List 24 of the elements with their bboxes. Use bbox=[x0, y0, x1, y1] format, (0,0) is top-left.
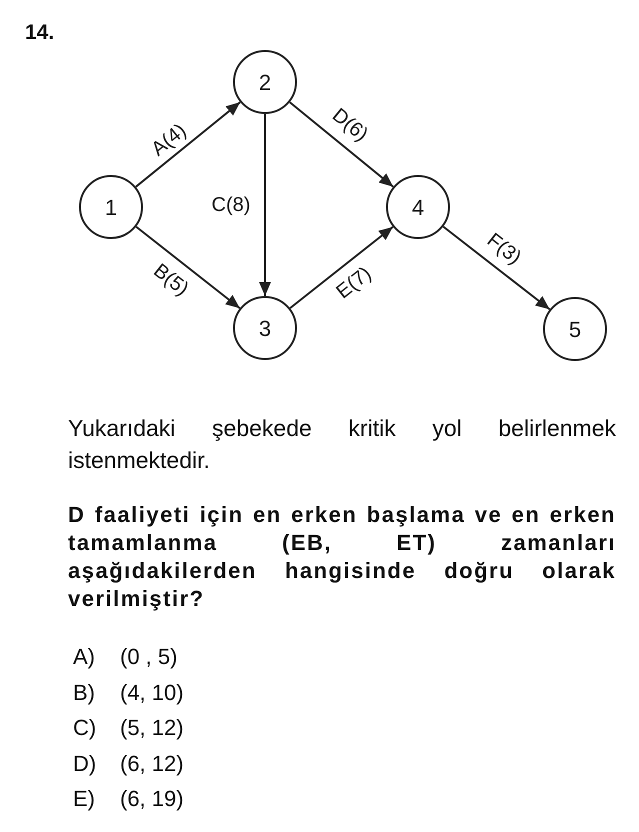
arrow bbox=[135, 101, 241, 188]
option-text: (6, 12) bbox=[120, 750, 184, 778]
arrow bbox=[289, 226, 394, 309]
edge-label: F(3) bbox=[483, 229, 525, 268]
option-text: (4, 10) bbox=[120, 678, 184, 707]
edge-label: B(5) bbox=[150, 260, 192, 300]
edge-label: C(8) bbox=[212, 195, 250, 215]
option-letter: A) bbox=[73, 643, 96, 672]
edge-label: A(4) bbox=[148, 120, 190, 160]
arrow bbox=[442, 226, 550, 310]
option-text: (0 , 5) bbox=[120, 643, 178, 672]
option-text: (5, 12) bbox=[120, 714, 184, 742]
option-text: (6, 19) bbox=[120, 785, 184, 814]
question-number: 14. bbox=[25, 22, 54, 43]
option-letter: C) bbox=[73, 714, 98, 742]
option-letter: D) bbox=[73, 750, 98, 778]
arrow bbox=[136, 226, 240, 310]
option-letter: B) bbox=[73, 678, 96, 707]
edge-label: E(7) bbox=[332, 264, 375, 303]
option-letter: E) bbox=[73, 785, 96, 814]
question-text: D faaliyeti için en erken başlama ve en erken tamamlanma (EB, ET) zamanları aşağıdakilerden hangisinde doğru olarak verilmiştir? bbox=[68, 501, 616, 613]
arrow bbox=[289, 101, 394, 188]
paragraph: Yukarıdaki şebekede kritik yol belirlenmek istenmektedir. bbox=[68, 414, 616, 475]
arrow bbox=[259, 114, 271, 296]
